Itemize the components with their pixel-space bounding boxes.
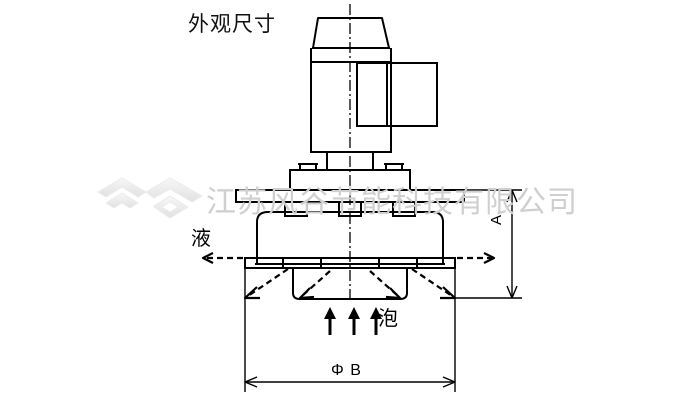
page-title: 外观尺寸 xyxy=(188,12,276,36)
dimension-a xyxy=(449,189,522,299)
flange-spacer-blocks xyxy=(284,201,416,217)
diffuser-shroud xyxy=(292,268,408,300)
dimension-phi-b xyxy=(244,262,456,392)
motor-body xyxy=(310,62,392,153)
aerator-housing-body xyxy=(255,211,445,265)
diameter-dimension-label: Φ B xyxy=(331,362,362,379)
terminal-box xyxy=(356,62,438,127)
bubble-flow-label: 泡 xyxy=(378,306,398,330)
liquid-flow-label: 液 xyxy=(191,226,211,250)
motor-fan-cowl xyxy=(310,17,392,63)
liquid-flow-arrows xyxy=(201,252,496,300)
height-dimension-label: A xyxy=(488,214,505,225)
bubble-intake-arrows xyxy=(324,307,382,335)
